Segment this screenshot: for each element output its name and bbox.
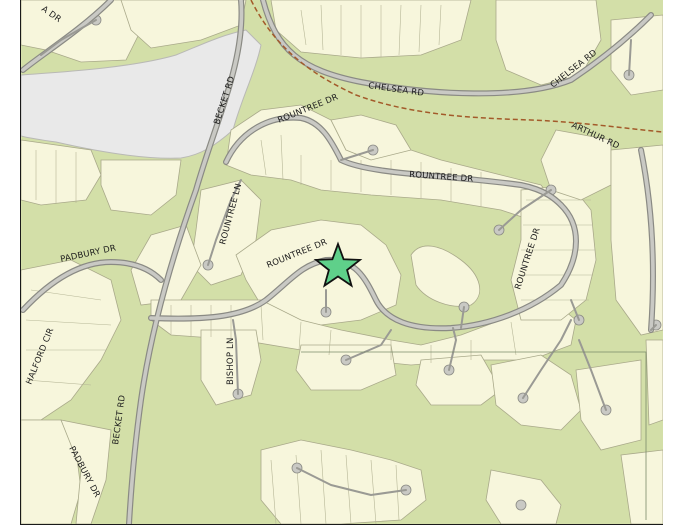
road-layer [21,0,657,524]
boundary-line [301,351,647,520]
street-label-bishop-ln: BISHOP LN [226,337,236,385]
map-canvas[interactable]: CHELSEA RD CHELSEA RD ARTHUR RD BECKET R… [21,0,663,524]
street-label-rountree-dr-2: ROUNTREE DR [409,170,474,184]
star-marker-icon[interactable] [313,241,363,288]
open-area [21,29,262,159]
rail-line [250,0,663,133]
parcel-layer [21,0,663,524]
map-viewport[interactable]: CHELSEA RD CHELSEA RD ARTHUR RD BECKET R… [20,0,663,525]
